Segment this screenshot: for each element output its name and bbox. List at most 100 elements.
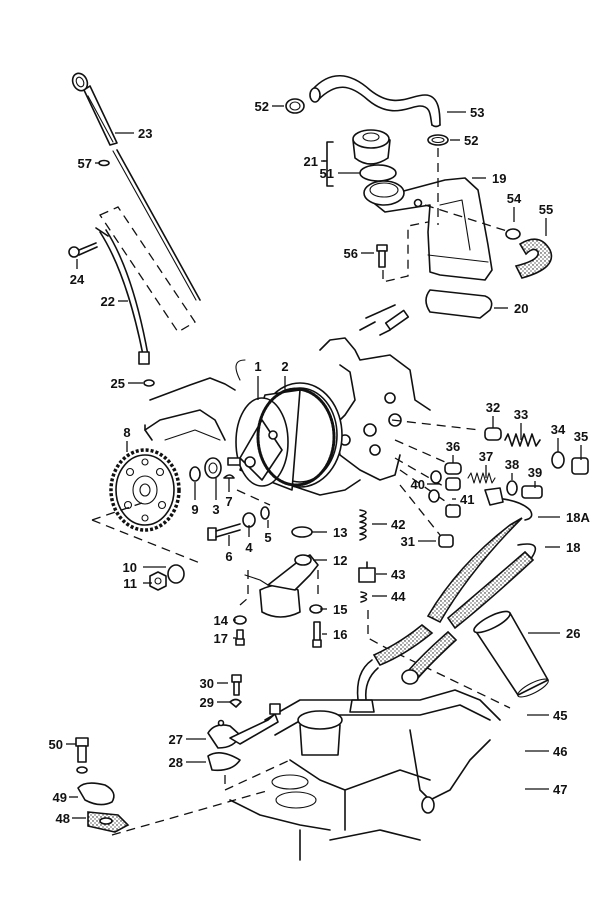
- washer-10: [167, 564, 185, 584]
- gear-ring-2: [256, 387, 336, 487]
- callout-label-34: 34: [551, 422, 566, 437]
- callout-label-30: 30: [200, 676, 214, 691]
- washer-38: [506, 480, 518, 496]
- callout-label-42: 42: [391, 517, 405, 532]
- callout-label-48: 48: [56, 811, 70, 826]
- o-ring-57: [98, 159, 110, 167]
- dipstick: [71, 72, 201, 301]
- callout-label-44: 44: [391, 589, 406, 604]
- callout-label-5: 5: [264, 530, 271, 545]
- spring-44: [360, 591, 368, 603]
- callout-label-52: 52: [255, 99, 269, 114]
- sprocket-8: [109, 448, 181, 532]
- oil-pan: [229, 689, 501, 861]
- dipstick-dashed-guide: [99, 206, 196, 333]
- breather-hose-53: [309, 75, 441, 128]
- callout-label-9: 9: [191, 502, 198, 517]
- callout-label-13: 13: [333, 525, 347, 540]
- callout-label-14: 14: [214, 613, 229, 628]
- oil-line-18A: [426, 487, 533, 624]
- washer-34: [551, 451, 565, 469]
- key-7: [223, 474, 235, 479]
- callout-label-55: 55: [539, 202, 553, 217]
- ring-5: [260, 506, 270, 520]
- sleeve-36: [444, 462, 462, 475]
- callout-label-28: 28: [169, 755, 183, 770]
- bolt-16: [312, 621, 322, 648]
- callout-label-19: 19: [492, 171, 506, 186]
- hose-clamp-52b: [427, 134, 449, 146]
- oil-pump-1: [227, 382, 343, 491]
- callout-label-27: 27: [169, 732, 183, 747]
- callout-label-4: 4: [245, 540, 253, 555]
- callout-label-50: 50: [49, 737, 63, 752]
- sleeve-32: [484, 427, 502, 441]
- callout-label-36: 36: [446, 439, 460, 454]
- washer-4: [242, 512, 256, 528]
- spring-37: [467, 472, 496, 484]
- callout-label-20: 20: [514, 301, 528, 316]
- washer-14b: [76, 766, 88, 774]
- pressure-valve-12: [244, 554, 319, 618]
- bolt-17: [235, 629, 245, 646]
- callout-label-1: 1: [254, 359, 261, 374]
- oil-pickup-27: [207, 703, 281, 749]
- callout-label-46: 46: [553, 744, 567, 759]
- callout-label-16: 16: [333, 627, 347, 642]
- bolt-30: [231, 674, 242, 696]
- callout-label-11: 11: [123, 576, 137, 591]
- callout-label-29: 29: [200, 695, 214, 710]
- o-ring-25: [143, 379, 155, 387]
- bolt-56-guide: [382, 221, 429, 283]
- callout-label-53: 53: [470, 105, 484, 120]
- bolt-6: [207, 523, 241, 541]
- callout-label-33: 33: [514, 407, 528, 422]
- callout-label-6: 6: [225, 549, 232, 564]
- callout-label-45: 45: [553, 708, 567, 723]
- callout-label-43: 43: [391, 567, 405, 582]
- gasket-28: [207, 752, 241, 772]
- callout-label-54: 54: [507, 191, 522, 206]
- callout-label-21: 21: [304, 154, 318, 169]
- callout-label-26: 26: [566, 626, 580, 641]
- plug-39: [521, 485, 543, 499]
- callout-label-39: 39: [528, 465, 542, 480]
- oil-line-18: [349, 543, 537, 713]
- nut-11: [149, 571, 167, 591]
- washer-29: [229, 698, 242, 708]
- callout-label-38: 38: [505, 457, 519, 472]
- bolt-24: [68, 242, 98, 258]
- callout-label-7: 7: [225, 494, 232, 509]
- callout-label-22: 22: [101, 294, 115, 309]
- callout-label-10: 10: [123, 560, 137, 575]
- callout-label-32: 32: [486, 400, 500, 415]
- bolt-50: [75, 737, 89, 763]
- oil-filter-26: [473, 610, 549, 698]
- callout-label-40: 40: [411, 477, 425, 492]
- cover-plate-49: [77, 782, 115, 806]
- callout-label-57: 57: [78, 156, 92, 171]
- hose-clamp-52a: [285, 98, 305, 114]
- oil-filler-housing-19: [363, 177, 493, 281]
- seal-ring-51: [359, 164, 397, 182]
- callout-label-8: 8: [123, 425, 130, 440]
- bolt-56: [376, 244, 388, 268]
- washer-40: [428, 470, 442, 503]
- spring-33: [504, 433, 541, 447]
- callout-label-56: 56: [344, 246, 358, 261]
- callout-label-47: 47: [553, 782, 567, 797]
- gasket-20: [425, 289, 493, 319]
- seal-13: [291, 526, 313, 538]
- hose-55: [514, 238, 553, 279]
- callout-label-49: 49: [53, 790, 67, 805]
- callout-label-35: 35: [574, 429, 588, 444]
- callout-label-31: 31: [401, 534, 415, 549]
- callout-label-25: 25: [111, 376, 125, 391]
- callout-label-41: 41: [460, 492, 474, 507]
- callout-label-51: 51: [320, 166, 334, 181]
- callout-label-37: 37: [479, 449, 493, 464]
- plug-35: [571, 457, 589, 475]
- plug-31: [438, 534, 454, 548]
